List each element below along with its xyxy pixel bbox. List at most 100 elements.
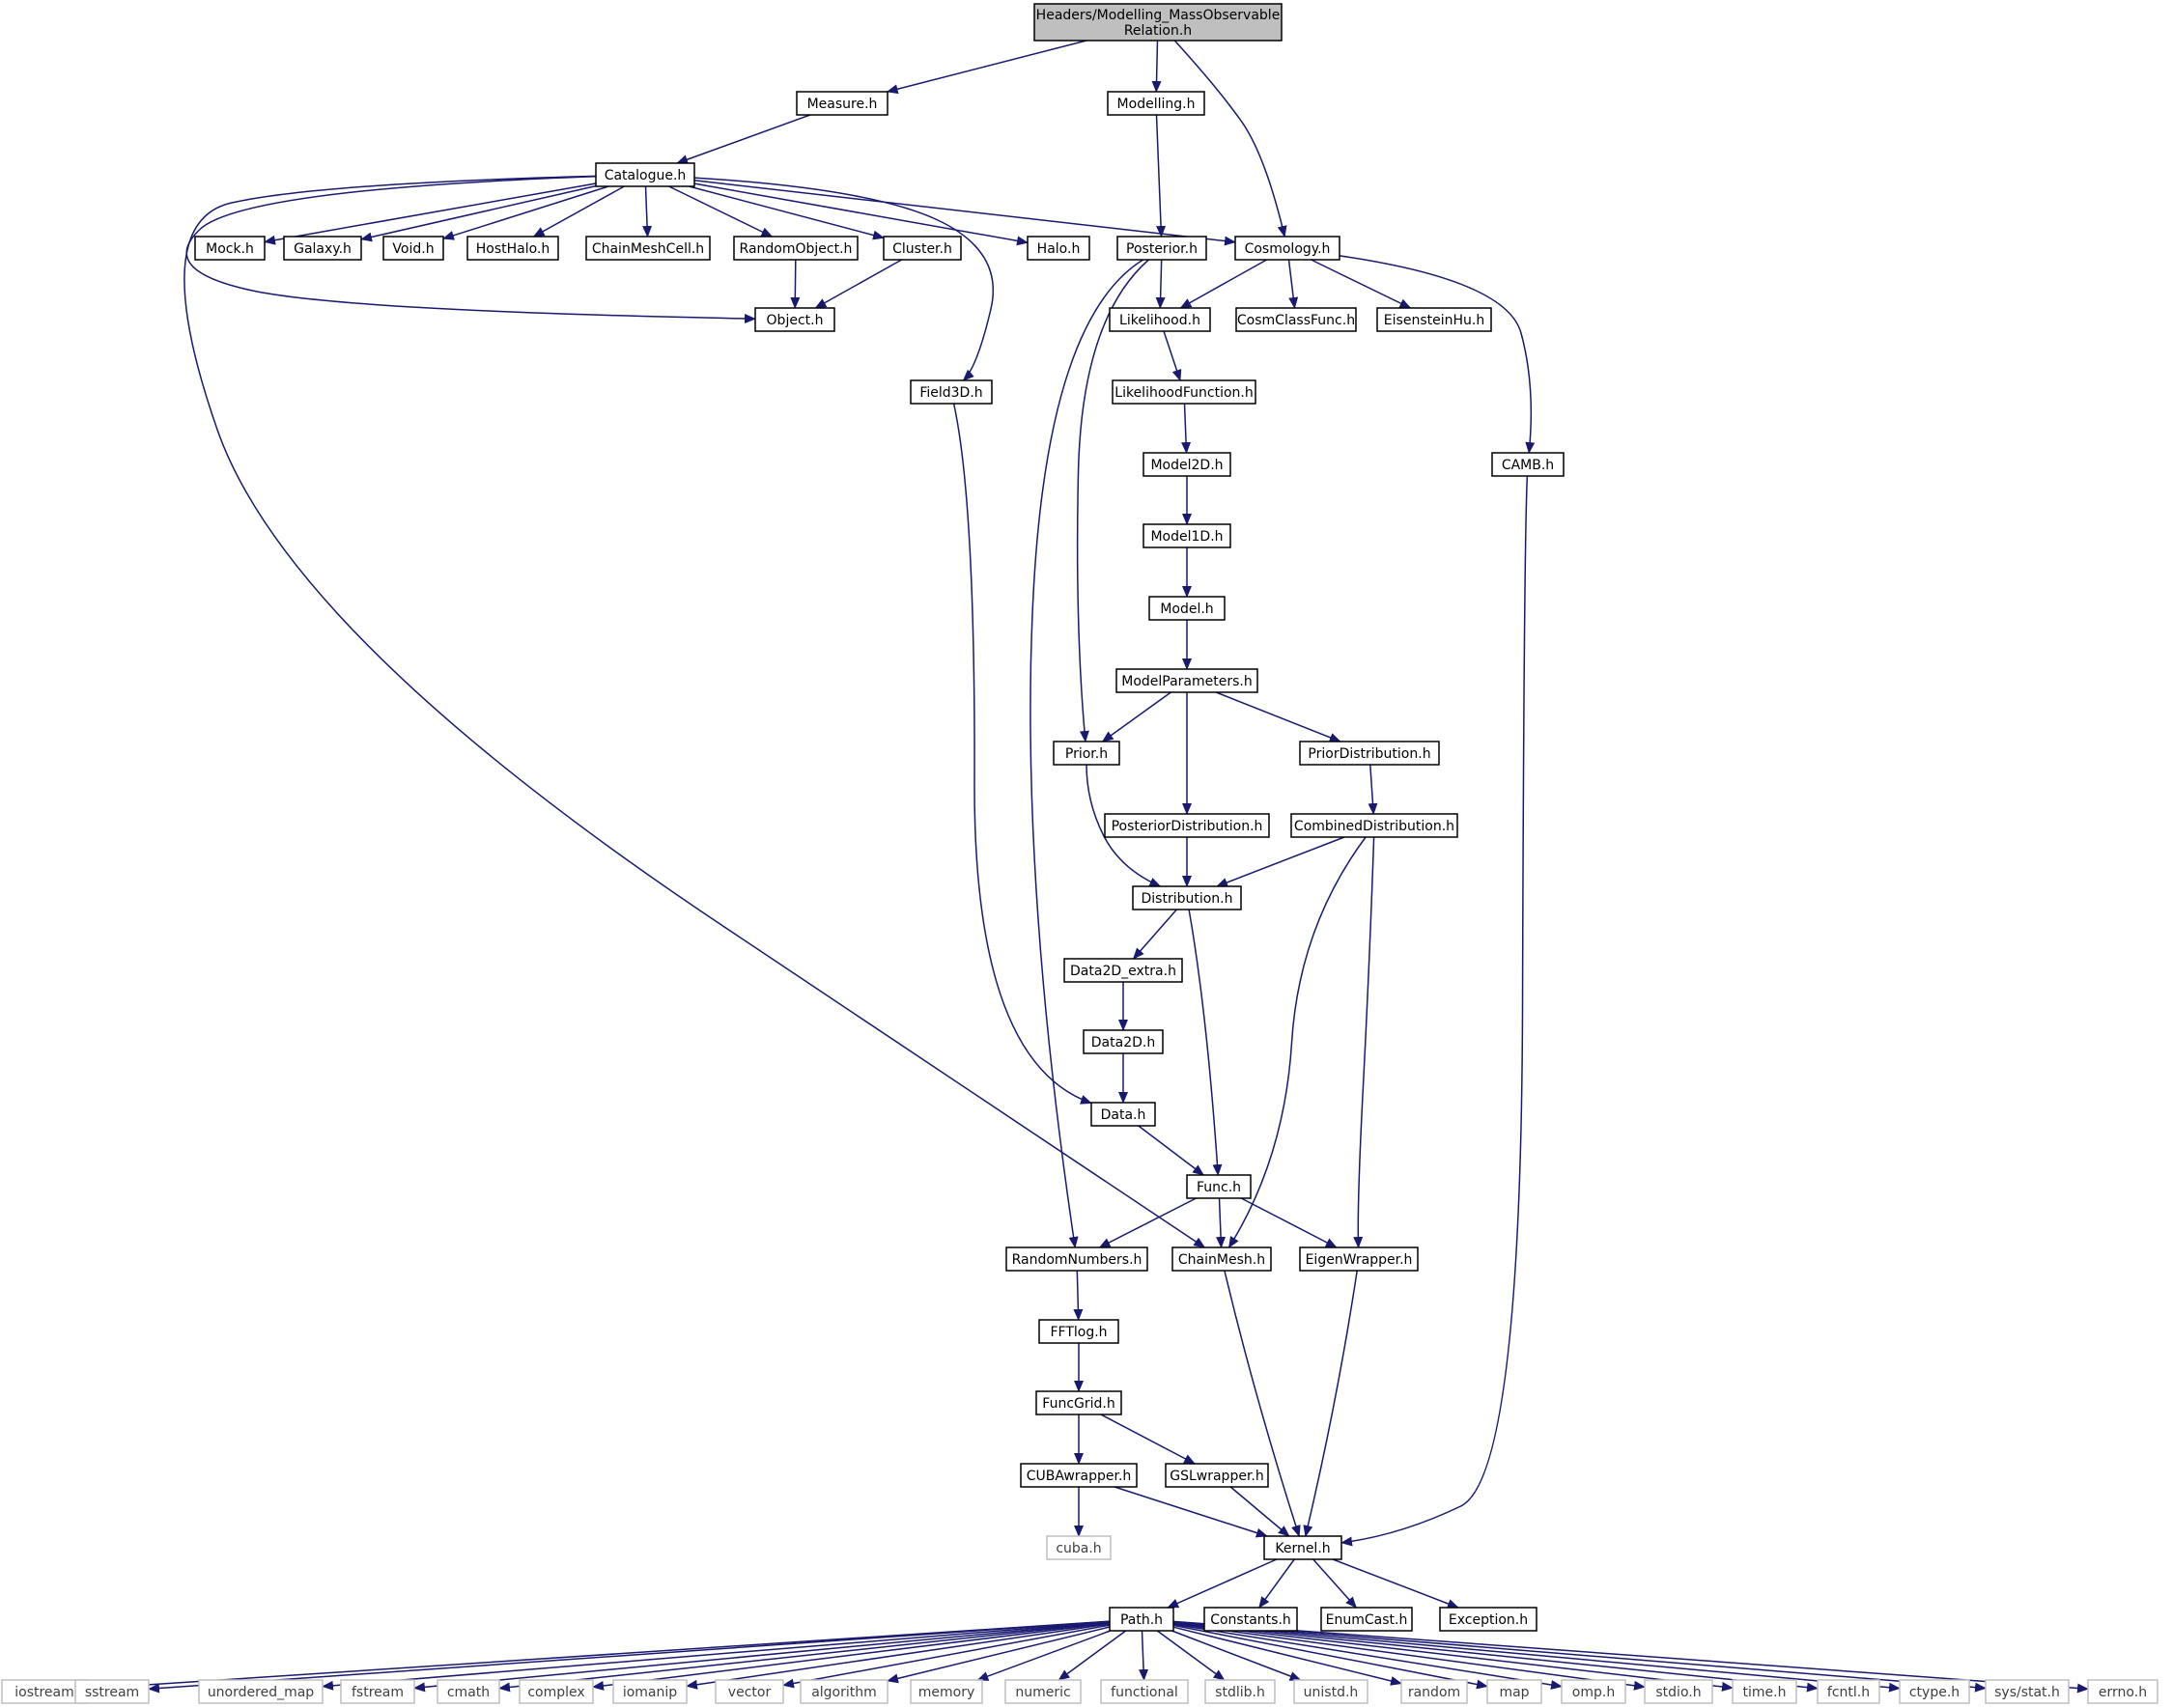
system-header-stdio-h: stdio.h: [1644, 1679, 1713, 1704]
header-node-enumcast-h[interactable]: EnumCast.h: [1320, 1607, 1413, 1632]
include-edge: [1216, 1197, 1227, 1248]
header-node-data2d-extra-h[interactable]: Data2D_extra.h: [1063, 958, 1183, 983]
header-node-distribution-h[interactable]: Distribution.h: [1132, 885, 1242, 910]
node-label: Exception.h: [1449, 1612, 1528, 1628]
header-node-mock-h[interactable]: Mock.h: [194, 236, 266, 261]
header-node-cluster-h[interactable]: Cluster.h: [883, 236, 962, 261]
include-edge: [886, 40, 1087, 95]
node-label: cuba.h: [1056, 1541, 1101, 1556]
header-node-catalogue-h[interactable]: Catalogue.h: [595, 162, 695, 187]
node-label: GSLwrapper.h: [1170, 1469, 1264, 1484]
include-edge: [1172, 1621, 1819, 1693]
system-header-omp-h: omp.h: [1561, 1679, 1626, 1704]
header-node-path-h[interactable]: Path.h: [1109, 1607, 1174, 1632]
header-node-gslwrapper-h[interactable]: GSLwrapper.h: [1165, 1463, 1269, 1488]
system-header-stdlib-h: stdlib.h: [1204, 1679, 1276, 1704]
node-box: [1046, 1535, 1112, 1560]
node-box: [1033, 3, 1283, 42]
header-node-model2d-h[interactable]: Model2D.h: [1142, 452, 1231, 477]
node-label: sys/stat.h: [1994, 1685, 2060, 1700]
header-node-constants-h[interactable]: Constants.h: [1203, 1607, 1298, 1632]
include-edge: [1172, 1620, 2089, 1694]
header-node-eigenwrapper-h[interactable]: EigenWrapper.h: [1299, 1246, 1419, 1272]
header-node-galaxy-h[interactable]: Galaxy.h: [283, 236, 362, 261]
header-node-posterior-h[interactable]: Posterior.h: [1116, 236, 1207, 261]
node-label: Mock.h: [206, 241, 254, 257]
header-node-randomobject-h[interactable]: RandomObject.h: [733, 236, 859, 261]
include-edge: [1155, 259, 1166, 309]
node-label: Void.h: [392, 241, 434, 257]
header-node-cosmclassfunc-h[interactable]: CosmClassFunc.h: [1235, 307, 1357, 332]
header-node-randomnumbers-h[interactable]: RandomNumbers.h: [1005, 1246, 1148, 1272]
header-node-modelling-h[interactable]: Modelling.h: [1107, 91, 1205, 116]
node-box: [1899, 1679, 1970, 1704]
header-node-modelparameters-h[interactable]: ModelParameters.h: [1115, 668, 1258, 693]
include-edge: [693, 180, 1236, 246]
node-label: errno.h: [2099, 1685, 2147, 1700]
node-box: [612, 1679, 688, 1704]
node-label: complex: [527, 1685, 584, 1700]
node-label: Field3D.h: [919, 385, 982, 401]
header-node-exception-h[interactable]: Exception.h: [1439, 1607, 1537, 1632]
header-node-cubawrapper-h[interactable]: CUBAwrapper.h: [1020, 1463, 1138, 1488]
node-label: vector: [728, 1685, 772, 1700]
header-node-void-h[interactable]: Void.h: [382, 236, 444, 261]
header-node-func-h[interactable]: Func.h: [1186, 1174, 1252, 1199]
header-node-eisensteinhu-h[interactable]: EisensteinHu.h: [1376, 307, 1492, 332]
header-node-model-h[interactable]: Model.h: [1148, 596, 1226, 621]
include-edge: [676, 114, 811, 164]
header-node-data-h[interactable]: Data.h: [1090, 1102, 1156, 1127]
header-node-data2d-h[interactable]: Data2D.h: [1083, 1029, 1164, 1054]
header-node-field3d-h[interactable]: Field3D.h: [910, 379, 993, 405]
node-label: EnumCast.h: [1326, 1612, 1408, 1628]
node-label: sstream: [85, 1685, 139, 1700]
header-node-likelihood-h[interactable]: Likelihood.h: [1109, 307, 1211, 332]
include-edge: [693, 177, 995, 381]
include-edge: [592, 1622, 1111, 1691]
node-label: fcntl.h: [1827, 1685, 1870, 1700]
include-edge: [1172, 1624, 1488, 1690]
include-edge: [442, 185, 609, 240]
header-node-camb-h[interactable]: CAMB.h: [1491, 452, 1565, 477]
node-box: [382, 236, 444, 261]
header-node-funcgrid-h[interactable]: FuncGrid.h: [1035, 1390, 1122, 1415]
node-box: [1293, 1679, 1368, 1704]
header-node-object-h[interactable]: Object.h: [754, 307, 835, 332]
node-box: [1109, 1607, 1174, 1632]
node-label: stdio.h: [1655, 1685, 1701, 1700]
header-node-prior-h[interactable]: Prior.h: [1053, 741, 1120, 766]
header-node-chainmeshcell-h[interactable]: ChainMeshCell.h: [585, 236, 711, 261]
header-node-posteriordistribution-h[interactable]: PosteriorDistribution.h: [1104, 813, 1270, 838]
header-node-likelihoodfunction-h[interactable]: LikelihoodFunction.h: [1112, 379, 1256, 405]
node-label: CAMB.h: [1502, 458, 1554, 473]
include-edge: [1172, 1620, 1987, 1693]
node-label: Data.h: [1101, 1107, 1146, 1123]
node-box: [283, 236, 362, 261]
node-box: [1112, 379, 1256, 405]
header-node-halo-h[interactable]: Halo.h: [1027, 236, 1090, 261]
node-box: [1053, 741, 1120, 766]
node-label: ctype.h: [1909, 1685, 1960, 1700]
include-edge: [1227, 836, 1367, 1248]
header-node-combineddistribution-h[interactable]: CombinedDistribution.h: [1290, 813, 1458, 838]
node-label: random: [1408, 1685, 1460, 1700]
header-node-measure-h[interactable]: Measure.h: [796, 91, 889, 116]
node-box: [910, 1679, 983, 1704]
header-node-chainmesh-h[interactable]: ChainMesh.h: [1171, 1246, 1272, 1272]
header-node-cosmology-h[interactable]: Cosmology.h: [1234, 236, 1340, 261]
node-label: numeric: [1015, 1685, 1070, 1700]
header-node-priordistribution-h[interactable]: PriorDistribution.h: [1299, 741, 1440, 766]
header-node-fftlog-h[interactable]: FFTlog.h: [1038, 1319, 1119, 1344]
node-box: [1299, 1246, 1419, 1272]
header-node-model1d-h[interactable]: Model1D.h: [1142, 523, 1231, 548]
include-edge: [1340, 475, 1529, 1547]
node-label: stdlib.h: [1215, 1685, 1265, 1700]
header-node-kernel-h[interactable]: Kernel.h: [1263, 1535, 1342, 1560]
node-label: functional: [1111, 1685, 1178, 1700]
root-header[interactable]: Headers/Modelling_MassObservableRelation…: [1033, 3, 1283, 42]
header-node-hosthalo-h[interactable]: HostHalo.h: [466, 236, 559, 261]
node-label: Cosmology.h: [1245, 241, 1331, 257]
node-box: [733, 236, 859, 261]
node-label: Measure.h: [807, 97, 878, 112]
